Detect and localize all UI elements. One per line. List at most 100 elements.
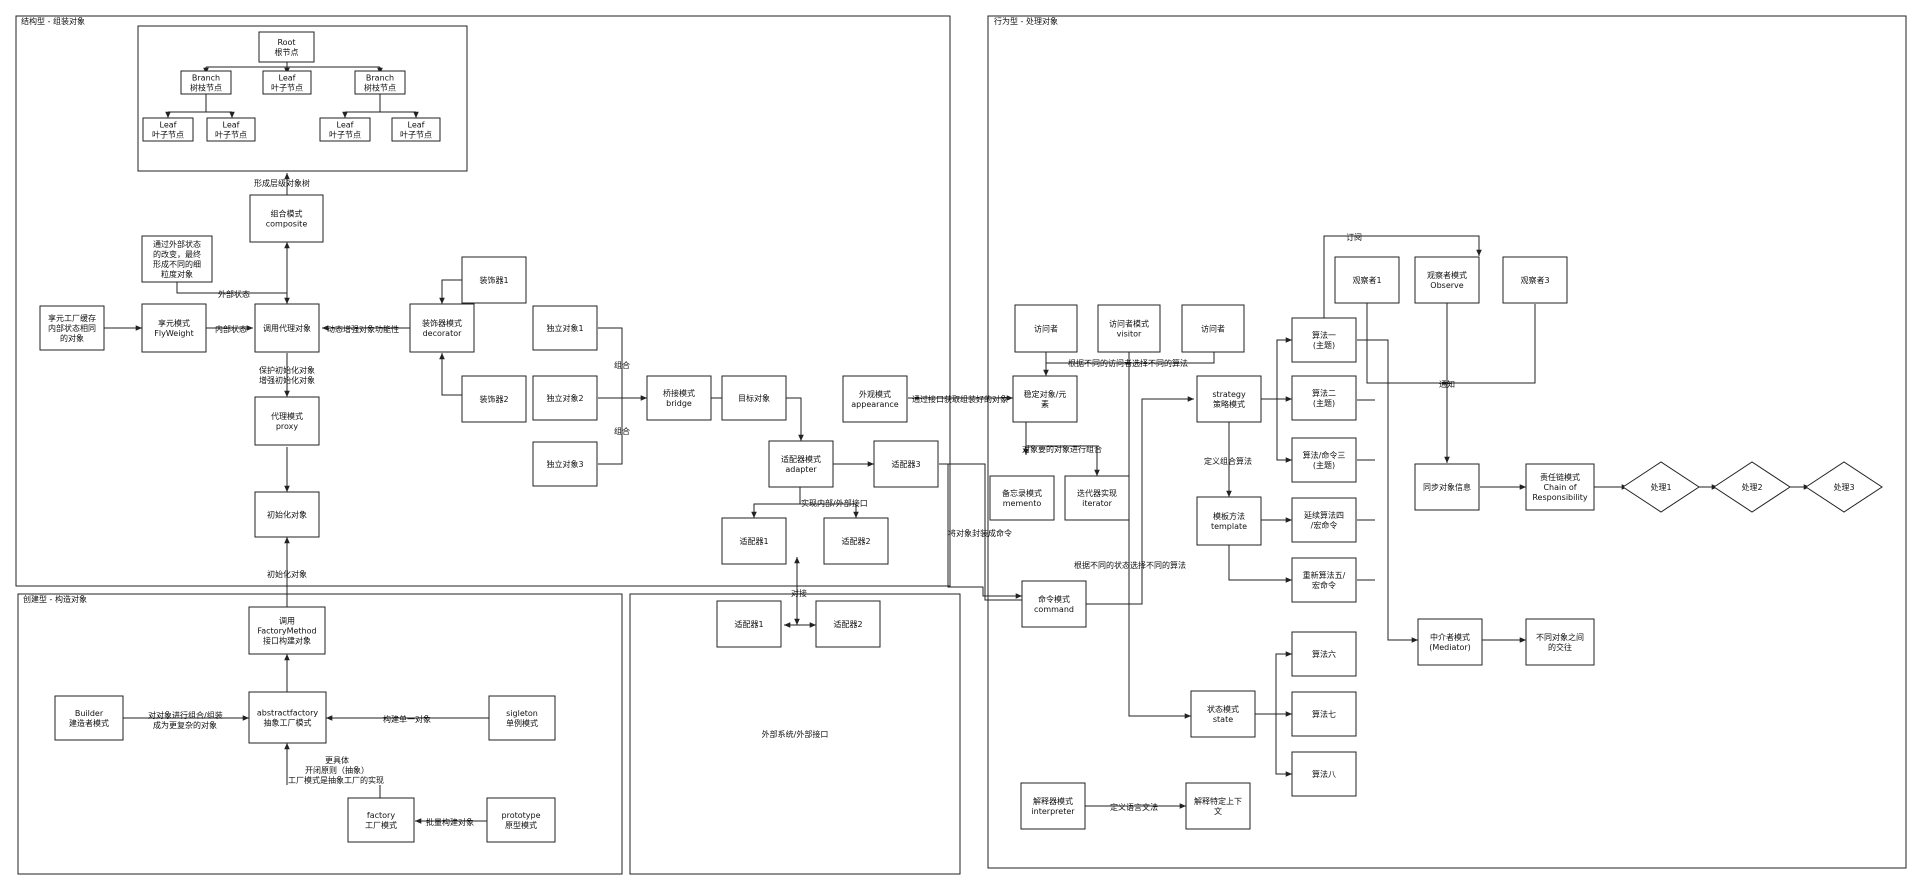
decision-h1: 处理1 [1622, 461, 1700, 513]
node-label-visitor-0: 访问者模式 [1109, 319, 1149, 329]
edge-labels: 形成层级对象树 外部状态 内部状态 动态增强对象功能性 保护初始化对象 增强初始… [148, 178, 1455, 827]
node-label-flyweight-0: 享元模式 [158, 318, 190, 328]
node-box-leaf2 [206, 117, 256, 142]
decision-h3: 处理3 [1805, 461, 1883, 513]
node-label-branch1-0: Branch [192, 74, 220, 83]
edges [104, 62, 1810, 824]
node-box-visitor_a [1014, 304, 1078, 353]
node-box-alg3 [1291, 437, 1357, 483]
node-adaptee2: 适配器2 [815, 600, 881, 648]
node-ind1: 独立对象1 [532, 305, 598, 351]
node-box-leaf4 [391, 117, 441, 142]
node-alg3: 算法/命令三(主题) [1291, 437, 1357, 483]
node-label-branch1-1: 树枝节点 [190, 83, 222, 93]
node-label-leaf_top-1: 叶子节点 [271, 84, 303, 93]
node-box-singleton [488, 695, 556, 741]
node-label-initobj-0: 初始化对象 [267, 510, 307, 520]
node-box-leaf_top [262, 70, 312, 95]
node-sync: 同步对象信息 [1414, 463, 1480, 511]
node-label-factory-0: factory [367, 811, 395, 820]
node-mediator: 中介者模式(Mediator) [1417, 618, 1483, 666]
node-label-element-1: 素 [1041, 399, 1049, 409]
node-label-dec1-0: 装饰器1 [479, 275, 508, 285]
label-adapt: 对接 [791, 588, 807, 598]
structural-section [15, 15, 951, 587]
node-label-composite-0: 组合模式 [271, 209, 303, 219]
node-box-obs3 [1502, 256, 1568, 304]
node-element: 稳定对象/元素 [1012, 375, 1078, 423]
decision-nodes: 处理1 处理2 处理3 [1622, 461, 1883, 513]
node-box-mediated [1525, 618, 1595, 666]
node-box-alg1 [1291, 317, 1357, 363]
decision-label-h3: 处理3 [1833, 482, 1854, 492]
node-box-alg2 [1291, 375, 1357, 421]
node-adaptee1: 适配器1 [716, 600, 782, 648]
node-label-command-0: 命令模式 [1038, 594, 1070, 604]
node-box-mediator [1417, 618, 1483, 666]
creational-section [17, 593, 623, 875]
node-box-bridge [646, 375, 712, 421]
label-proto: 批量构建对象 [426, 817, 474, 827]
node-box-iterator [1064, 475, 1130, 521]
node-label-observer-1: Observe [1430, 281, 1463, 290]
node-box-element [1012, 375, 1078, 423]
node-label-factorymethod-1: FactoryMethod [257, 627, 316, 636]
node-box-chain [1525, 463, 1595, 511]
label-protect-1: 保护初始化对象 [259, 365, 315, 375]
node-label-factorymethod-0: 调用 [279, 617, 295, 626]
node-label-leaf_top-0: Leaf [279, 74, 296, 83]
node-label-alg5-0: 重新算法五/ [1303, 570, 1346, 580]
behavioral-section-title: 行为型 - 处理对象 [994, 16, 1058, 26]
node-box-alg5 [1291, 557, 1357, 603]
label-single: 构建单一对象 [383, 714, 431, 724]
external-section [629, 593, 961, 875]
node-label-adapter-1: adapter [785, 465, 817, 474]
node-label-obs3-0: 观察者3 [1520, 275, 1549, 285]
node-alg6: 算法六 [1291, 631, 1357, 677]
node-label-root-1: 根节点 [275, 47, 299, 57]
node-label-factorymethod-2: 接口构建对象 [263, 636, 311, 646]
node-label-strategy-0: strategy [1212, 390, 1246, 399]
node-label-leaf4-1: 叶子节点 [400, 131, 432, 140]
label-dynamic: 动态增强对象功能性 [327, 324, 399, 334]
node-label-facade-0: 外观模式 [859, 389, 891, 399]
node-label-extnote-1: 的改变，最终 [153, 249, 201, 259]
node-label-adaptee2-0: 适配器2 [833, 619, 862, 629]
node-label-adaptee3-0: 适配器3 [891, 459, 920, 469]
label-factory-2: 开闭原则（抽象） [305, 765, 369, 775]
node-label-alg4-0: 延续算法四 [1304, 510, 1344, 520]
decision-label-h2: 处理2 [1741, 482, 1762, 492]
node-box-dec2 [461, 375, 527, 423]
node-label-leaf2-0: Leaf [223, 121, 240, 130]
node-label-extnote-2: 形成不同的细 [153, 259, 201, 269]
node-target: 目标对象 [721, 375, 787, 421]
node-visitor_b: 访问者 [1181, 304, 1245, 353]
node-label-visitor_a-0: 访问者 [1034, 324, 1058, 334]
node-dec2: 装饰器2 [461, 375, 527, 423]
node-dec1: 装饰器1 [461, 256, 527, 304]
node-box-observer [1414, 256, 1480, 304]
node-label-mediated-1: 的交往 [1548, 642, 1572, 652]
node-label-proxy-0: 代理模式 [271, 411, 303, 421]
node-label-alg1-0: 算法一 [1312, 330, 1336, 340]
node-box-alg8 [1291, 751, 1357, 797]
node-box-ind3 [532, 441, 598, 487]
node-label-alg2-1: (主题) [1313, 398, 1335, 408]
node-label-proxy-1: proxy [276, 422, 299, 431]
node-label-facade-1: appearance [851, 400, 899, 409]
